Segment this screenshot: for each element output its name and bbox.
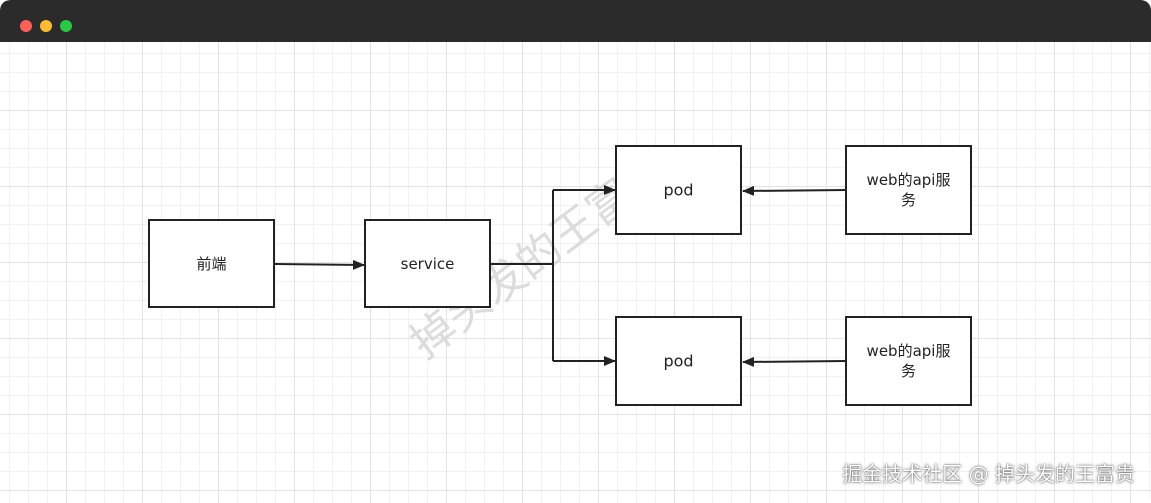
node-service[interactable]: service (364, 219, 491, 308)
node-pod-top[interactable]: pod (615, 145, 742, 235)
edge-api-bottom-to-pod-bottom (742, 356, 847, 367)
node-service-label: service (401, 255, 455, 273)
node-pod-bottom[interactable]: pod (615, 316, 742, 406)
node-api-top-label-line2: 务 (901, 191, 916, 209)
node-api-top-label-line1: web的api服 (867, 171, 951, 189)
minimize-window-icon[interactable] (40, 20, 52, 32)
node-api-top[interactable]: web的api服 务 (845, 145, 972, 235)
node-api-bottom[interactable]: web的api服 务 (845, 316, 972, 406)
footer-credit: 掘金技术社区 @ 掉头发的王富贵 (842, 462, 1135, 486)
edge-api-top-to-pod-top (742, 185, 847, 196)
node-api-bottom-label-line2: 务 (901, 362, 916, 380)
node-frontend-label: 前端 (196, 255, 226, 273)
maximize-window-icon[interactable] (60, 20, 72, 32)
node-api-bottom-label-line1: web的api服 (867, 342, 951, 360)
close-window-icon[interactable] (20, 20, 32, 32)
diagram-edges (274, 185, 847, 367)
node-pod-bottom-label: pod (663, 352, 693, 371)
title-bar (0, 0, 1151, 42)
node-pod-top-label: pod (663, 181, 693, 200)
edge-frontend-to-service (274, 259, 365, 270)
node-frontend[interactable]: 前端 (148, 219, 275, 308)
